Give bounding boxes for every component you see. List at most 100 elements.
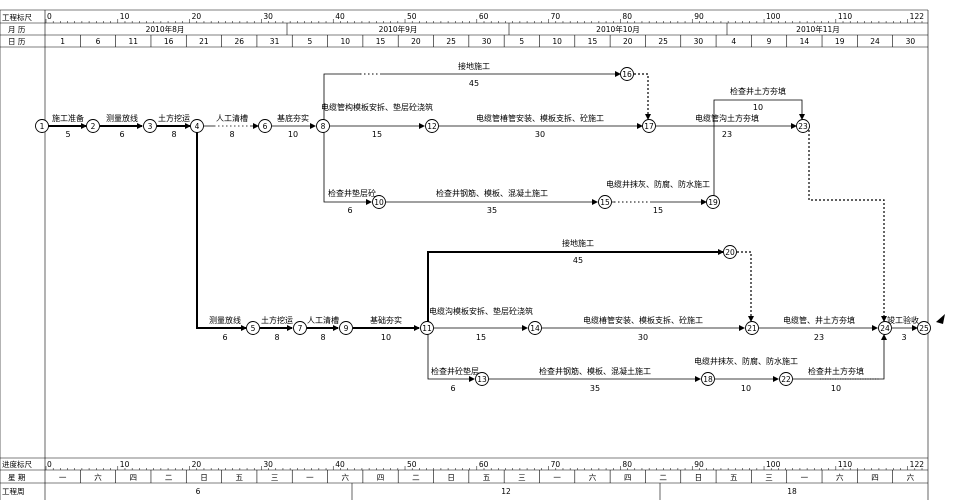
cell-label: 6 bbox=[96, 37, 101, 46]
cell-label: 五 bbox=[483, 473, 491, 482]
event-node-5: 5 bbox=[246, 321, 260, 335]
svg-text:7: 7 bbox=[298, 324, 303, 333]
cell-label: 11 bbox=[129, 37, 139, 46]
cell-label: 三 bbox=[765, 473, 773, 482]
cell-label: 20 bbox=[411, 37, 421, 46]
cell-label: 四 bbox=[871, 473, 879, 482]
event-node-7: 7 bbox=[293, 321, 307, 335]
event-node-12: 12 bbox=[425, 119, 439, 133]
activity-name: 电缆沟模板安拆、垫层砼浇筑 bbox=[429, 306, 533, 316]
activity-duration: 6 bbox=[347, 206, 352, 215]
arrow-11-20 bbox=[427, 249, 724, 322]
scale-tick-label: 50 bbox=[407, 12, 417, 21]
svg-text:25: 25 bbox=[919, 324, 929, 333]
activity-duration: 10 bbox=[753, 103, 763, 112]
activity-name: 电缆管椿管安装、模板支拆、砼施工 bbox=[476, 113, 604, 123]
activity-name: 检查井垫层砼 bbox=[328, 188, 376, 198]
scale-tick-label: 80 bbox=[622, 460, 632, 469]
activity-duration: 35 bbox=[590, 384, 600, 393]
activity-name: 接地施工 bbox=[458, 61, 490, 71]
activity-name: 人工清槽 bbox=[307, 315, 339, 325]
activity-duration: 8 bbox=[229, 130, 234, 139]
cell-label: 六 bbox=[836, 472, 844, 482]
event-node-24: 24 bbox=[878, 321, 892, 335]
activity-duration: 23 bbox=[814, 333, 824, 342]
event-node-4: 4 bbox=[190, 119, 204, 133]
activity-name: 电缆井抹灰、防腐、防水施工 bbox=[694, 356, 798, 366]
activity-name: 电缆管构模板安拆、垫层砼浇筑 bbox=[321, 102, 433, 112]
activity-name: 人工清槽 bbox=[216, 113, 248, 123]
cell-label: 26 bbox=[234, 37, 244, 46]
activity-name: 电缆管沟土方夯填 bbox=[695, 113, 759, 123]
activity-name: 基础夯实 bbox=[370, 315, 402, 325]
activity-name: 测量放线 bbox=[106, 113, 138, 123]
event-node-2: 2 bbox=[86, 119, 100, 133]
footer-periods: 6 12 18 bbox=[196, 483, 797, 500]
dummy-23-24 bbox=[808, 126, 887, 322]
activity-duration: 45 bbox=[573, 256, 583, 265]
activity-name: 检查井土方夯填 bbox=[808, 366, 864, 376]
svg-text:19: 19 bbox=[708, 198, 718, 207]
scale-tick-label: 110 bbox=[838, 460, 853, 469]
scale-tick-label: 20 bbox=[192, 12, 202, 21]
activity-duration: 5 bbox=[65, 130, 70, 139]
cell-label: 一 bbox=[801, 473, 809, 482]
svg-text:3: 3 bbox=[148, 122, 153, 131]
cell-label: 1 bbox=[60, 37, 65, 46]
cell-label: 9 bbox=[767, 37, 772, 46]
end-flag-icon bbox=[936, 314, 945, 324]
activity-name: 检查井砼垫层 bbox=[431, 366, 479, 376]
event-node-3: 3 bbox=[143, 119, 157, 133]
svg-text:12: 12 bbox=[427, 122, 437, 131]
event-node-19: 19 bbox=[706, 195, 720, 209]
svg-text:14: 14 bbox=[530, 324, 540, 333]
scale-tick-label: 60 bbox=[479, 12, 489, 21]
cell-label: 二 bbox=[412, 473, 420, 482]
activity-duration: 8 bbox=[171, 130, 176, 139]
progress-scale-label: 进度标尺 bbox=[2, 459, 32, 469]
scale-tick-label: 70 bbox=[551, 12, 561, 21]
activity-duration: 6 bbox=[119, 130, 124, 139]
cell-label: 五 bbox=[730, 473, 738, 482]
activity-name: 电缆管、井土方夯填 bbox=[783, 315, 855, 325]
svg-text:6: 6 bbox=[263, 122, 268, 131]
arrow-4-5 bbox=[196, 132, 247, 331]
cell-label: 15 bbox=[588, 37, 598, 46]
svg-text:16: 16 bbox=[622, 70, 632, 79]
event-node-9: 9 bbox=[339, 321, 353, 335]
cell-label: 三 bbox=[518, 473, 526, 482]
event-node-17: 17 bbox=[642, 119, 656, 133]
svg-text:9: 9 bbox=[344, 324, 349, 333]
svg-text:23: 23 bbox=[798, 122, 808, 131]
event-node-25: 25 bbox=[917, 321, 931, 335]
scale-tick-label: 90 bbox=[694, 12, 704, 21]
scale-tick-label: 122 bbox=[910, 460, 925, 469]
scale-tick-label: 50 bbox=[407, 460, 417, 469]
activity-duration: 6 bbox=[222, 333, 227, 342]
scale-tick-label: 70 bbox=[551, 460, 561, 469]
activity-duration: 30 bbox=[535, 130, 545, 139]
activity-duration: 30 bbox=[638, 333, 648, 342]
cell-label: 16 bbox=[164, 37, 174, 46]
activity-name: 检查井钢筋、模板、混凝土施工 bbox=[539, 366, 651, 376]
svg-text:22: 22 bbox=[781, 375, 791, 384]
activity-duration: 6 bbox=[450, 384, 455, 393]
month-cell: 2010年10月 bbox=[596, 24, 640, 34]
cell-label: 5 bbox=[308, 37, 313, 46]
activity-name: 土方挖运 bbox=[261, 315, 293, 325]
cell-label: 5 bbox=[519, 37, 524, 46]
cell-label: 四 bbox=[624, 473, 632, 482]
cell-label: 一 bbox=[59, 473, 67, 482]
event-node-8: 8 bbox=[316, 119, 330, 133]
svg-text:5: 5 bbox=[251, 324, 256, 333]
activity-duration: 45 bbox=[469, 79, 479, 88]
scale-tick-label: 80 bbox=[622, 12, 632, 21]
scale-tick-label: 122 bbox=[910, 12, 925, 21]
scale-tick-label: 10 bbox=[120, 12, 130, 21]
activity-labels: 施工准备 5 测量放线 6 土方挖运 8 人工清槽 8 基底夯实 10 接地施工… bbox=[52, 61, 919, 393]
